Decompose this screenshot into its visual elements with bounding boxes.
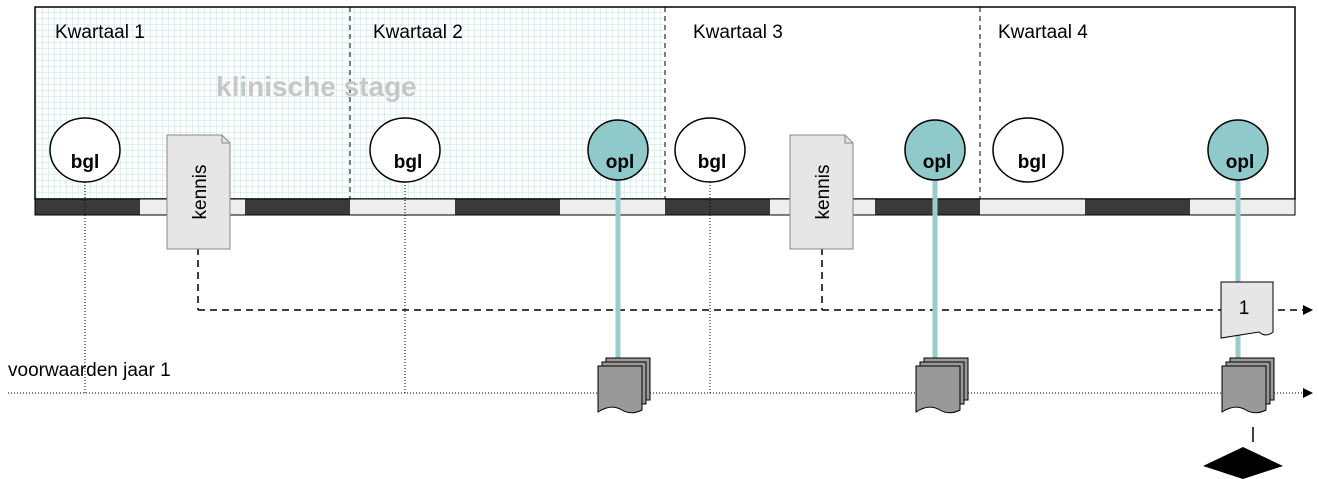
bar-segment-dark (35, 199, 140, 215)
bar-segment-light (980, 199, 1085, 215)
voorwaarden-label: voorwaarden jaar 1 (8, 360, 171, 381)
quarter-label: Kwartaal 3 (693, 22, 783, 43)
opl-label: opl (606, 152, 635, 173)
bar-segment-light (560, 199, 665, 215)
opl-node: opl (587, 119, 649, 181)
bar-segment-dark (665, 199, 770, 215)
kennis-label: kennis (190, 165, 211, 220)
bar-segment-light (350, 199, 455, 215)
bar-segment-dark (1085, 199, 1190, 215)
bgl-node: bgl (49, 117, 121, 183)
bgl-label: bgl (394, 152, 423, 173)
stacked-documents-icon (597, 357, 651, 414)
quarters-frame: Kwartaal 1 Kwartaal 2 Kwartaal 3 Kwartaa… (34, 6, 1296, 200)
document-1: 1 (1220, 281, 1274, 339)
kennis-label: kennis (813, 165, 834, 220)
kennis-document: kennis (166, 134, 231, 250)
bgl-node: bgl (992, 117, 1064, 183)
quarter-label: Kwartaal 1 (55, 22, 145, 43)
bar-outline (34, 198, 1296, 216)
bgl-node: bgl (369, 117, 441, 183)
quarter-label: Kwartaal 2 (373, 22, 463, 43)
bgl-label: bgl (71, 152, 100, 173)
bar-segment-light (1190, 199, 1295, 215)
decision-diamond-icon (1203, 447, 1283, 479)
bgl-node: bgl (674, 117, 746, 183)
opl-node: opl (1207, 119, 1269, 181)
bgl-label: bgl (698, 152, 727, 173)
stage-label: klinische stage (216, 71, 417, 102)
stacked-documents-icon (915, 357, 969, 414)
opl-node: opl (904, 119, 966, 181)
bar-segment-dark (455, 199, 560, 215)
bar-segment-dark (245, 199, 350, 215)
document-number: 1 (1239, 298, 1250, 319)
stacked-documents-icon (1221, 357, 1275, 414)
opl-label: opl (1226, 152, 1255, 173)
opl-label: opl (923, 152, 952, 173)
quarter-label: Kwartaal 4 (998, 22, 1088, 43)
bgl-label: bgl (1018, 152, 1047, 173)
kennis-document: kennis (789, 134, 854, 250)
bar-segment-dark (875, 199, 980, 215)
